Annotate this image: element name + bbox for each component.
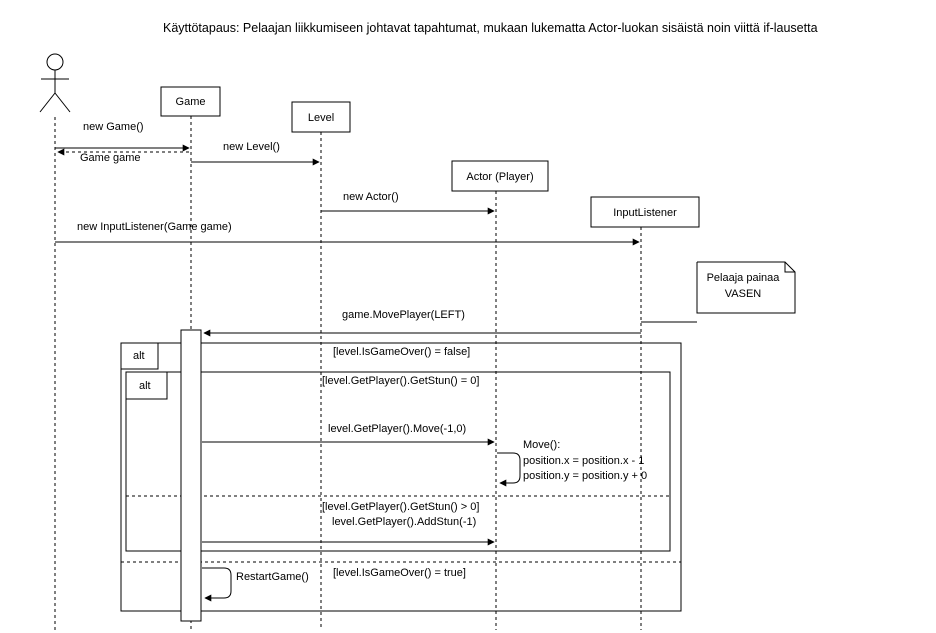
new-level-label: new Level() bbox=[223, 141, 280, 153]
restart-game-label: RestartGame() bbox=[236, 571, 309, 583]
actor-lifeline-box: Actor (Player) bbox=[451, 160, 549, 192]
new-input-listener-label: new InputListener(Game game) bbox=[77, 221, 232, 233]
new-actor-label: new Actor() bbox=[343, 191, 399, 203]
input-listener-label: InputListener bbox=[613, 207, 677, 219]
return-game-label: Game game bbox=[80, 152, 141, 164]
actor-label: Actor (Player) bbox=[466, 171, 533, 183]
guard-stun-zero: [level.GetPlayer().GetStun() = 0] bbox=[322, 375, 479, 387]
user-actor-icon bbox=[39, 53, 71, 113]
level-lifeline-box: Level bbox=[291, 101, 351, 133]
level-label: Level bbox=[308, 112, 334, 124]
diagram-title: Käyttötapaus: Pelaajan liikkumiseen joht… bbox=[163, 21, 818, 35]
move-self-message: Move(): position.x = position.x - 1 posi… bbox=[497, 439, 647, 487]
key-press-note: Pelaaja painaa VASEN bbox=[641, 261, 796, 323]
restart-self-message: RestartGame() bbox=[202, 567, 309, 602]
game-activation-bar bbox=[180, 329, 202, 622]
outer-alt-fragment: alt [level.IsGameOver() = false] [level.… bbox=[120, 342, 682, 612]
guard-stun-positive: [level.GetPlayer().GetStun() > 0] bbox=[322, 501, 479, 513]
inner-alt-operator: alt bbox=[139, 380, 151, 392]
inner-alt-fragment: alt [level.GetPlayer().GetStun() = 0] [l… bbox=[125, 371, 671, 552]
note-line-2: VASEN bbox=[725, 288, 762, 300]
move-label: level.GetPlayer().Move(-1,0) bbox=[328, 423, 466, 435]
move-player-label: game.MovePlayer(LEFT) bbox=[342, 309, 465, 321]
game-lifeline-box: Game bbox=[160, 86, 221, 117]
note-line-1: Pelaaja painaa bbox=[707, 272, 781, 284]
game-label: Game bbox=[176, 96, 206, 108]
self-note-line-2: position.x = position.x - 1 bbox=[523, 455, 644, 467]
input-listener-lifeline-box: InputListener bbox=[590, 196, 700, 228]
self-note-line-1: Move(): bbox=[523, 439, 560, 451]
self-note-line-3: position.y = position.y + 0 bbox=[523, 470, 647, 482]
guard-game-over: [level.IsGameOver() = true] bbox=[333, 567, 466, 579]
new-game-label: new Game() bbox=[83, 121, 144, 133]
add-stun-label: level.GetPlayer().AddStun(-1) bbox=[332, 516, 476, 528]
outer-alt-operator: alt bbox=[133, 350, 145, 362]
guard-not-game-over: [level.IsGameOver() = false] bbox=[333, 346, 470, 358]
